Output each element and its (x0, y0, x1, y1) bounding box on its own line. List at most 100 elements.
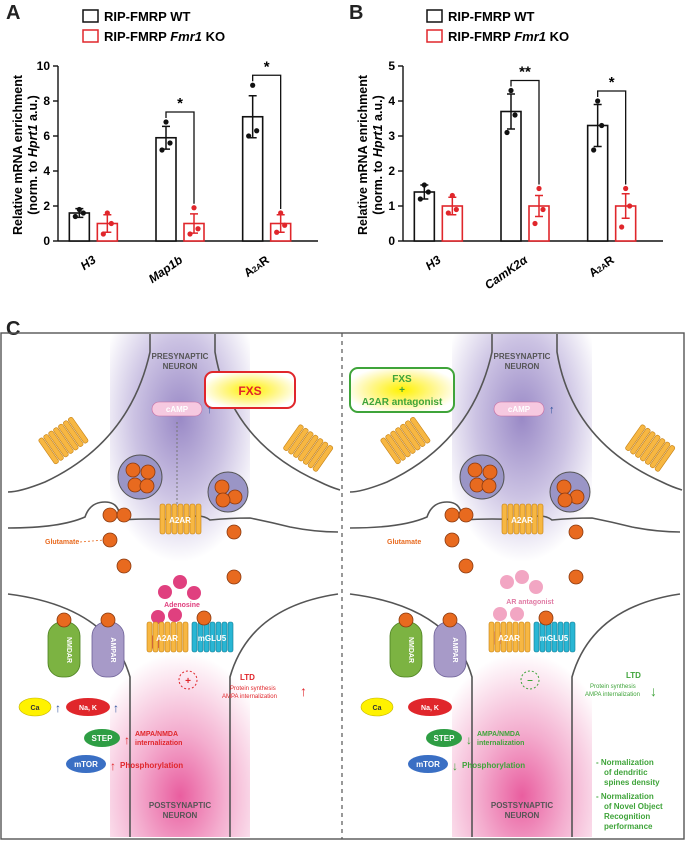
postsynaptic-label-line2: NEURON (163, 811, 198, 820)
outcome-line-2: of dendritic (604, 768, 648, 777)
vesicle-2 (207, 471, 249, 513)
ampa-internalization-label: AMPA internalization (585, 692, 640, 698)
outcomes-list: - Normalization of dendritic spines dens… (596, 758, 663, 831)
camp-badge (493, 401, 545, 417)
data-point (76, 206, 82, 213)
y-tick-label: 2 (43, 199, 50, 213)
y-tick-label: 10 (37, 59, 51, 73)
phosphorylation-label: Phosphorylation (120, 761, 183, 770)
svg-text:(norm. to Hprt1 a.u.): (norm. to Hprt1 a.u.) (26, 95, 40, 214)
fxs-antagonist-box (349, 367, 455, 413)
bar-wt (155, 136, 177, 242)
significance-label: ** (519, 64, 531, 81)
svg-text:↑: ↑ (110, 759, 116, 773)
significance-label: * (177, 95, 183, 112)
interaction-marker (520, 670, 540, 690)
adenosine-label: Adenosine (164, 602, 200, 609)
chart-b: RIP-FMRP WT RIP-FMRP Fmr1 KO Relative mR… (356, 9, 663, 292)
y-tick-label: 0 (388, 234, 395, 248)
presynaptic-label-line1: PRESYNAPTIC (152, 352, 209, 361)
data-point (100, 231, 106, 237)
data-point (167, 140, 173, 146)
sodium-potassium-label: Na, K (421, 705, 439, 712)
data-point (254, 128, 260, 134)
x-tick-label: CamK2α (482, 252, 530, 292)
outcome-line-1: - Normalization (596, 758, 654, 767)
data-point (591, 147, 597, 153)
ampa-nmda-label-line2: internalization (135, 740, 182, 747)
y-tick-label: 1 (388, 199, 395, 213)
data-point (595, 98, 601, 104)
data-point (195, 226, 201, 232)
svg-text:Relative mRNA enrichment: Relative mRNA enrichment (11, 74, 25, 235)
legend-ko-label: RIP-FMRP Fmr1 KO (448, 29, 569, 44)
data-point (627, 203, 633, 209)
y-tick-label: 8 (43, 94, 50, 108)
svg-text:↓: ↓ (452, 759, 458, 773)
data-point (425, 189, 431, 195)
protein-synthesis-label: Protein synthesis (230, 686, 276, 692)
legend-ko-swatch (426, 29, 443, 43)
data-point (108, 220, 114, 227)
svg-text:Relative mRNA enrichment: Relative mRNA enrichment (356, 74, 370, 235)
mtor-badge (408, 755, 448, 773)
x-tick-label: H3 (423, 253, 444, 273)
y-tick-label: 4 (388, 94, 395, 108)
a2ar-presynaptic-label: A2AR (169, 516, 191, 525)
ampa-nmda-label-line2: internalization (477, 740, 524, 747)
data-point (417, 196, 423, 202)
legend-wt-swatch (426, 9, 443, 23)
a2ar-receptor-top-left (379, 416, 432, 465)
fxs-label: FXS (238, 384, 261, 398)
ltd-label: LTD (626, 671, 641, 680)
significance-bracket (597, 90, 627, 185)
significance-label: * (264, 58, 270, 75)
outcome-line-3: spines density (604, 778, 660, 787)
nmdar-label: NMDAR (65, 637, 72, 663)
nmdar-receptor (47, 621, 81, 678)
ampar-receptor (433, 621, 467, 678)
data-point (104, 210, 110, 216)
calcium-badge (18, 697, 52, 717)
step-label: STEP (92, 734, 114, 743)
synapse-diagram: PRESYNAPTIC NEURON POSTSYNAPTIC NEURON F… (0, 332, 685, 840)
y-tick-label: 3 (388, 129, 395, 143)
presynaptic-label-line2: NEURON (163, 362, 198, 371)
vesicle-1 (459, 454, 505, 500)
data-point (246, 133, 252, 139)
x-tick-label: H3 (78, 253, 99, 273)
mtor-badge (66, 755, 106, 773)
data-point (540, 206, 546, 213)
y-tick-label: 6 (43, 129, 50, 143)
legend-wt-label: RIP-FMRP WT (104, 9, 190, 24)
fxs-antagonist-line1: FXS (392, 374, 412, 385)
data-point (72, 213, 78, 220)
data-point (250, 82, 256, 88)
vesicle-1 (117, 454, 163, 500)
outcome-line-6: Recognition (604, 812, 650, 821)
a2ar-postsynaptic-label: A2AR (498, 634, 520, 643)
postsynaptic-label-line2: NEURON (505, 811, 540, 820)
phosphorylation-label: Phosphorylation (462, 761, 525, 770)
fxs-antagonist-plus: + (399, 385, 405, 396)
outcome-line-7: performance (604, 822, 653, 831)
y-tick-label: 0 (43, 234, 50, 248)
ampar-label: AMPAR (109, 637, 116, 662)
data-point (532, 220, 538, 227)
left-synapse: PRESYNAPTIC NEURON POSTSYNAPTIC NEURON F… (7, 334, 341, 837)
glutamate-label: Glutamate (387, 539, 421, 546)
significance-bracket (510, 79, 540, 185)
y-axis-label-b: Relative mRNA enrichment (norm. to Hprt1… (356, 74, 385, 235)
y-tick-label: 4 (43, 164, 50, 178)
data-point (187, 231, 193, 237)
panel-b-letter: B (349, 2, 364, 24)
y-tick-label: 5 (388, 59, 395, 73)
data-point (274, 229, 280, 235)
outcome-line-5: of Novel Object (604, 802, 663, 811)
postsynaptic-label-line1: POSTSYNAPTIC (149, 801, 211, 810)
sodium-potassium-label: Na, K (79, 705, 97, 712)
sodium-potassium-badge (408, 698, 452, 716)
data-point (163, 119, 169, 125)
ampa-nmda-label-line1: AMPA/NMDA (135, 731, 178, 738)
panel-c-letter: C (6, 318, 21, 340)
